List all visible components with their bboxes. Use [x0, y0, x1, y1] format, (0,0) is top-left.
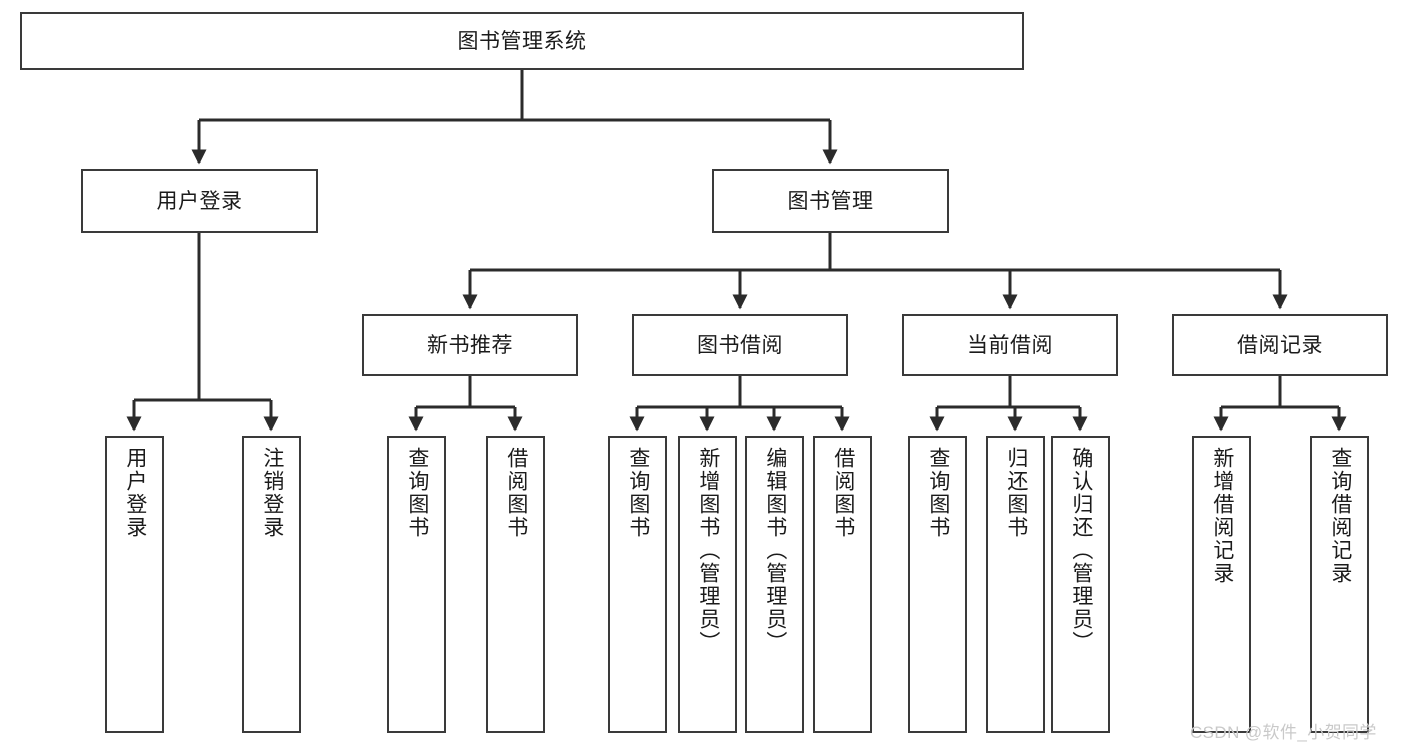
- node-borrow-record[interactable]: 借阅记录: [1172, 314, 1388, 376]
- node-leaf-confirm-return-admin-label: 确认归还（管理员）: [1069, 447, 1093, 654]
- node-leaf-add-book-admin[interactable]: 新增图书（管理员）: [678, 436, 737, 733]
- node-leaf-query-borrow-record[interactable]: 查询借阅记录: [1310, 436, 1369, 733]
- node-leaf-add-book-admin-label: 新增图书（管理员）: [696, 447, 720, 654]
- node-root-label: 图书管理系统: [457, 29, 587, 53]
- node-leaf-add-borrow-record[interactable]: 新增借阅记录: [1192, 436, 1251, 733]
- node-leaf-query-book-1-label: 查询图书: [405, 447, 429, 539]
- node-current-borrow-label: 当前借阅: [967, 333, 1053, 357]
- node-current-borrow[interactable]: 当前借阅: [902, 314, 1118, 376]
- node-book-manage-label: 图书管理: [787, 189, 874, 213]
- node-leaf-confirm-return-admin[interactable]: 确认归还（管理员）: [1051, 436, 1110, 733]
- node-leaf-query-book-1[interactable]: 查询图书: [387, 436, 446, 733]
- node-leaf-borrow-book-1[interactable]: 借阅图书: [486, 436, 545, 733]
- csdn-watermark: CSDN @软件_小贺同学: [1190, 723, 1377, 742]
- node-leaf-borrow-book-2-label: 借阅图书: [831, 447, 855, 539]
- node-leaf-edit-book-admin[interactable]: 编辑图书（管理员）: [745, 436, 804, 733]
- node-leaf-user-logout-label: 注销登录: [260, 447, 284, 539]
- node-user-login[interactable]: 用户登录: [81, 169, 318, 233]
- node-user-login-label: 用户登录: [156, 189, 243, 213]
- node-leaf-borrow-book-2[interactable]: 借阅图书: [813, 436, 872, 733]
- node-leaf-query-borrow-record-label: 查询借阅记录: [1328, 447, 1352, 585]
- node-leaf-add-borrow-record-label: 新增借阅记录: [1210, 447, 1234, 585]
- node-book-borrow[interactable]: 图书借阅: [632, 314, 848, 376]
- node-leaf-edit-book-admin-label: 编辑图书（管理员）: [763, 447, 787, 654]
- node-leaf-user-login-label: 用户登录: [123, 447, 147, 539]
- node-leaf-user-login[interactable]: 用户登录: [105, 436, 164, 733]
- node-book-manage[interactable]: 图书管理: [712, 169, 949, 233]
- node-leaf-query-book-3[interactable]: 查询图书: [908, 436, 967, 733]
- node-new-book-recommend-label: 新书推荐: [427, 333, 513, 357]
- node-book-borrow-label: 图书借阅: [697, 333, 783, 357]
- node-leaf-user-logout[interactable]: 注销登录: [242, 436, 301, 733]
- node-leaf-query-book-2-label: 查询图书: [626, 447, 650, 539]
- node-leaf-borrow-book-1-label: 借阅图书: [504, 447, 528, 539]
- node-leaf-return-book[interactable]: 归还图书: [986, 436, 1045, 733]
- node-borrow-record-label: 借阅记录: [1237, 333, 1323, 357]
- node-root[interactable]: 图书管理系统: [20, 12, 1024, 70]
- node-new-book-recommend[interactable]: 新书推荐: [362, 314, 578, 376]
- node-leaf-return-book-label: 归还图书: [1004, 447, 1028, 539]
- node-leaf-query-book-3-label: 查询图书: [926, 447, 950, 539]
- node-leaf-query-book-2[interactable]: 查询图书: [608, 436, 667, 733]
